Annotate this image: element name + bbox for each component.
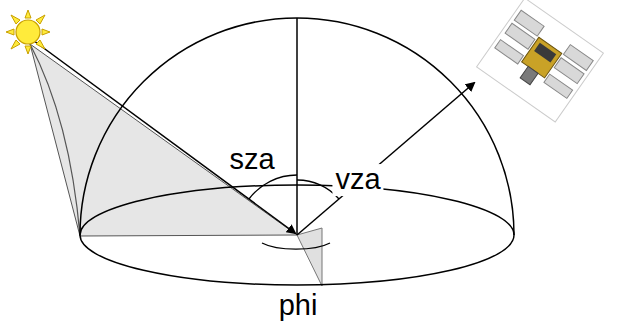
satellite-icon <box>477 0 604 122</box>
view-ray <box>297 83 474 235</box>
zenith-line <box>296 18 298 235</box>
sun-icon <box>6 10 50 54</box>
sun-ray <box>30 38 295 233</box>
phi-arc <box>262 243 330 249</box>
hemisphere-dome <box>80 18 514 235</box>
vza-label: vza <box>332 164 383 196</box>
view-plane <box>297 228 322 286</box>
phi-label: phi <box>276 290 321 322</box>
sun-plane-arc <box>30 44 80 236</box>
sza-label: sza <box>226 144 277 176</box>
sun-plane <box>30 44 297 236</box>
sza-arc <box>249 175 297 199</box>
